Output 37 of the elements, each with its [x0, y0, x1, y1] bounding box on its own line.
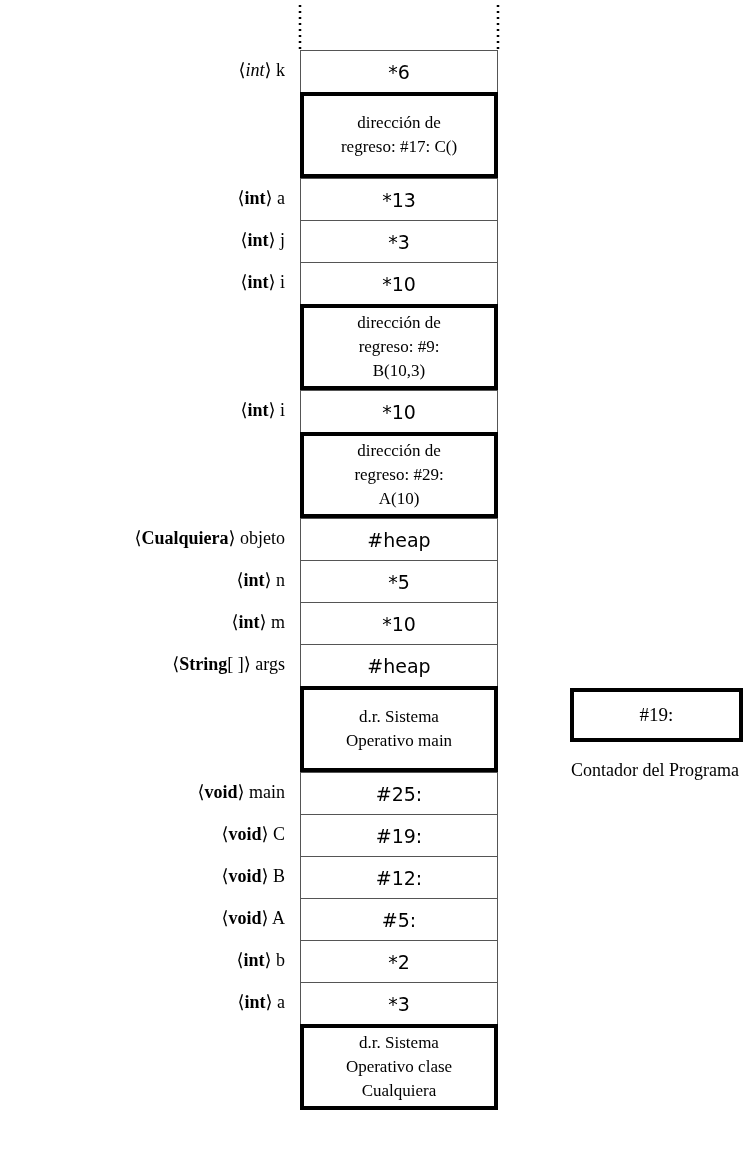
- frame-cell: dirección de regreso: #9: B(10,3): [300, 304, 498, 390]
- variable-label: ⟨int⟩ a: [237, 991, 285, 1013]
- variable-label: ⟨int⟩ i: [240, 399, 285, 421]
- variable-label: ⟨int⟩ k: [238, 59, 285, 81]
- frame-cell: dirección de regreso: #29: A(10): [300, 432, 498, 518]
- variable-label: ⟨void⟩ B: [221, 865, 285, 887]
- variable-label: ⟨int⟩ i: [240, 271, 285, 293]
- memory-cell: *13: [300, 178, 498, 221]
- memory-cell: *10: [300, 390, 498, 433]
- frame-cell: d.r. Sistema Operativo clase Cualquiera: [300, 1024, 498, 1110]
- frame-cell: dirección de regreso: #17: C(): [300, 92, 498, 178]
- variable-label: ⟨int⟩ n: [236, 569, 285, 591]
- memory-cell: #heap: [300, 518, 498, 561]
- variable-label: ⟨Cualquiera⟩ objeto: [134, 527, 285, 549]
- counter-caption: Contador del Programa: [570, 759, 740, 782]
- variable-label: ⟨void⟩ main: [197, 781, 285, 803]
- variable-label: ⟨int⟩ m: [231, 611, 285, 633]
- frame-cell: d.r. Sistema Operativo main: [300, 686, 498, 772]
- memory-cell: #5:: [300, 898, 498, 941]
- memory-cell: *6: [300, 50, 498, 93]
- memory-cell: #heap: [300, 644, 498, 687]
- variable-label: ⟨int⟩ j: [240, 229, 285, 251]
- variable-label: ⟨int⟩ b: [236, 949, 285, 971]
- variable-label: ⟨void⟩ C: [221, 823, 285, 845]
- variable-label: ⟨int⟩ a: [237, 187, 285, 209]
- memory-cell: #25:: [300, 772, 498, 815]
- variable-label: ⟨void⟩ A: [221, 907, 285, 929]
- memory-cell: *3: [300, 220, 498, 263]
- memory-cell: *2: [300, 940, 498, 983]
- memory-cell: #19:: [300, 814, 498, 857]
- memory-cell: #12:: [300, 856, 498, 899]
- memory-cell: *3: [300, 982, 498, 1025]
- memory-cell: *5: [300, 560, 498, 603]
- variable-label: ⟨String[ ]⟩ args: [172, 653, 285, 675]
- memory-cell: *10: [300, 602, 498, 645]
- memory-cell: *10: [300, 262, 498, 305]
- counter-box: #19:: [570, 688, 743, 742]
